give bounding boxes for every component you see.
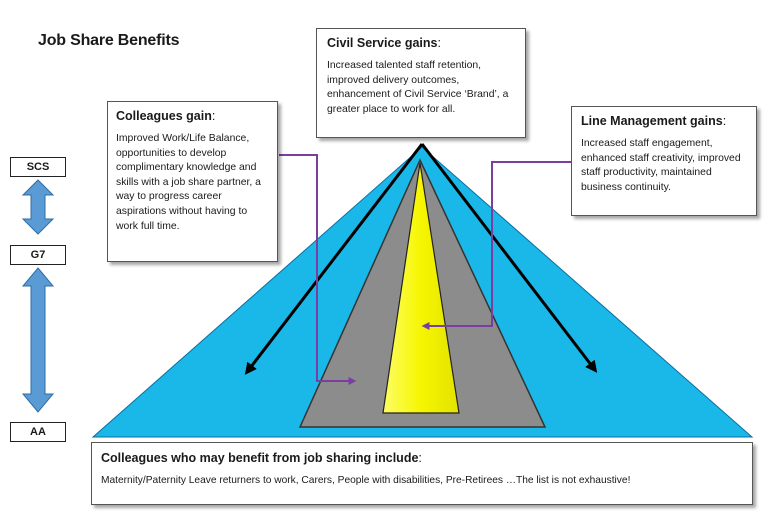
scs-g7-double-arrow: [21, 179, 55, 235]
grade-label-aa: AA: [10, 422, 66, 442]
colleagues-connector-arrow: [279, 154, 357, 385]
line-management-connector-arrow: [421, 161, 571, 330]
grade-label-g7: G7: [10, 245, 66, 265]
beneficiaries-heading: Colleagues who may benefit from job shar…: [101, 451, 422, 465]
g7-aa-double-arrow: [21, 267, 55, 413]
apex-arrow-left: [244, 143, 424, 375]
grade-label-scs: SCS: [10, 157, 66, 177]
colleagues-text: Improved Work/Life Balance, opportunitie…: [116, 133, 261, 232]
line-management-gains-box: Line Management gains: Increased staff e…: [571, 106, 757, 216]
civil-service-text: Increased talented staff retention, impr…: [327, 60, 509, 115]
apex-arrow-right: [420, 143, 598, 373]
civil-service-gains-box: Civil Service gains: Increased talented …: [316, 28, 526, 138]
civil-service-heading: Civil Service gains:: [327, 36, 441, 50]
beneficiaries-box: Colleagues who may benefit from job shar…: [91, 442, 753, 505]
center-line-shape: [382, 162, 460, 414]
beneficiaries-text: Maternity/Paternity Leave returners to w…: [101, 475, 631, 486]
page-title: Job Share Benefits: [38, 32, 180, 49]
colleagues-heading: Colleagues gain:: [116, 109, 216, 123]
line-management-heading: Line Management gains:: [581, 114, 727, 128]
colleagues-gain-box: Colleagues gain: Improved Work/Life Bala…: [107, 101, 278, 262]
line-management-text: Increased staff engagement, enhanced sta…: [581, 138, 741, 193]
